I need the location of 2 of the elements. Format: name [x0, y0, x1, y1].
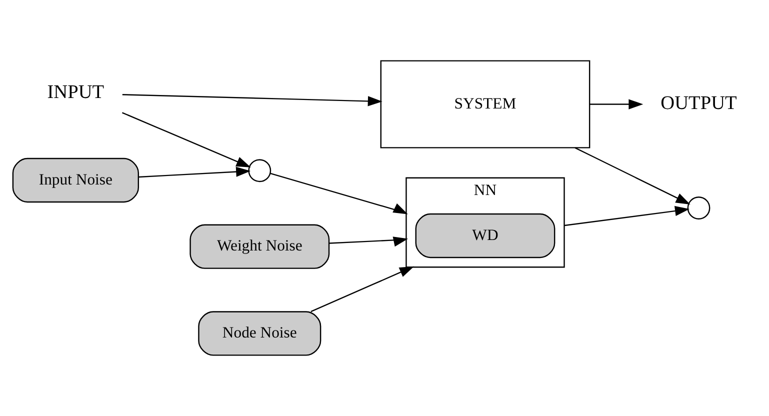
node-text: OUTPUT	[660, 92, 737, 114]
node-text: INPUT	[47, 82, 104, 103]
